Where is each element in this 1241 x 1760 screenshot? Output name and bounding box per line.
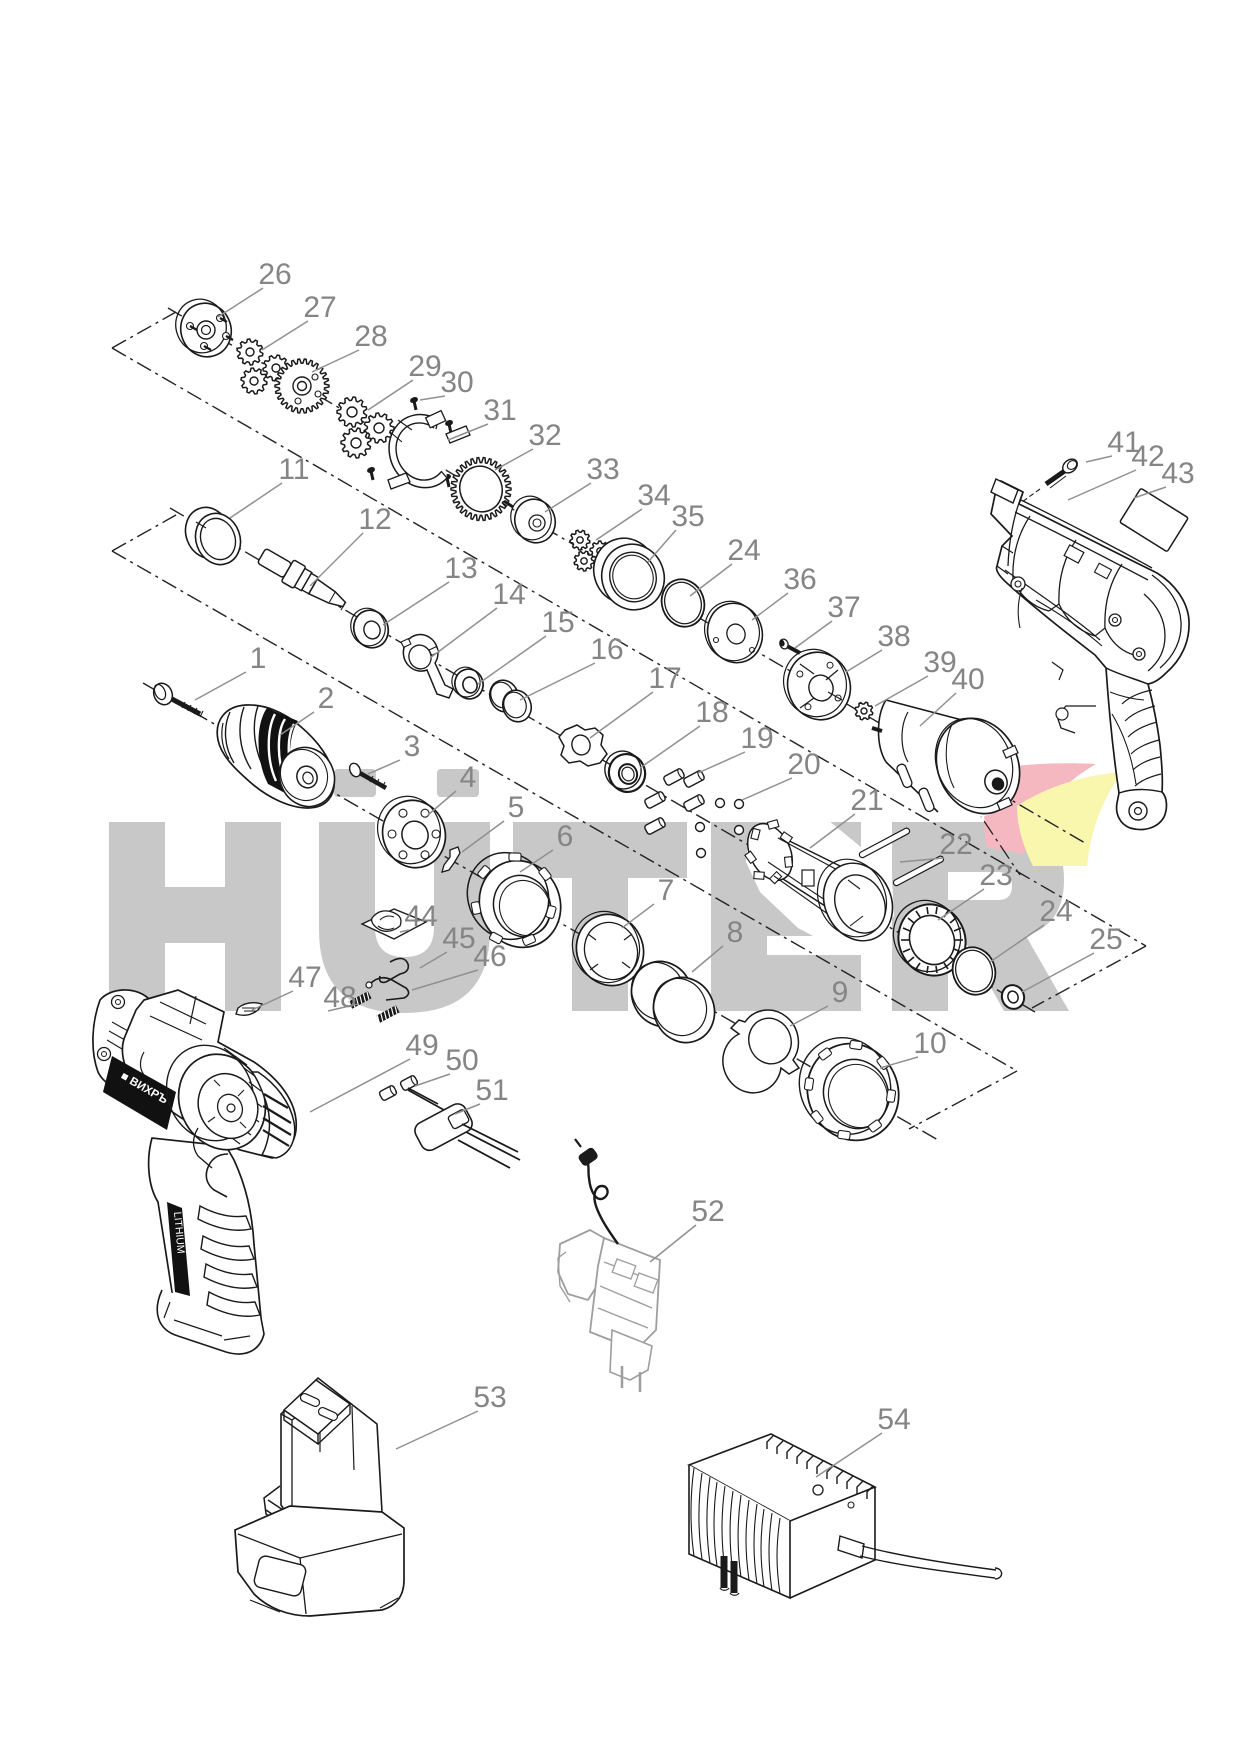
svg-text:10: 10 [913,1027,946,1060]
svg-text:30: 30 [440,366,473,399]
svg-text:5: 5 [508,791,525,824]
svg-text:50: 50 [445,1044,478,1077]
svg-text:2: 2 [318,682,335,715]
svg-text:21: 21 [850,784,883,817]
svg-text:4: 4 [460,761,477,794]
svg-text:44: 44 [404,900,437,933]
svg-text:43: 43 [1161,457,1194,490]
svg-text:53: 53 [473,1381,506,1414]
svg-text:LITHIUM: LITHIUM [171,1211,187,1254]
svg-text:54: 54 [877,1403,910,1436]
svg-text:3: 3 [404,730,421,763]
svg-text:19: 19 [740,722,773,755]
svg-text:47: 47 [288,961,321,994]
svg-text:39: 39 [923,646,956,679]
svg-text:40: 40 [951,663,984,696]
svg-text:18: 18 [695,696,728,729]
svg-text:15: 15 [541,606,574,639]
svg-text:23: 23 [979,859,1012,892]
svg-text:34: 34 [637,479,670,512]
svg-text:6: 6 [557,820,574,853]
svg-text:38: 38 [877,620,910,653]
svg-text:36: 36 [783,563,816,596]
svg-text:28: 28 [354,320,387,353]
svg-text:24: 24 [1039,895,1072,928]
svg-text:25: 25 [1089,923,1122,956]
svg-text:22: 22 [939,828,972,861]
svg-text:24: 24 [727,534,760,567]
svg-text:52: 52 [691,1195,724,1228]
svg-text:51: 51 [475,1074,508,1107]
svg-text:48: 48 [323,981,356,1014]
svg-text:42: 42 [1131,440,1164,473]
svg-text:17: 17 [648,662,681,695]
svg-text:33: 33 [586,453,619,486]
svg-text:13: 13 [444,552,477,585]
svg-text:27: 27 [303,291,336,324]
svg-text:32: 32 [528,419,561,452]
svg-text:37: 37 [827,591,860,624]
svg-text:20: 20 [787,748,820,781]
svg-text:11: 11 [278,453,309,486]
svg-text:29: 29 [408,350,441,383]
svg-text:46: 46 [473,940,506,973]
svg-text:45: 45 [442,922,475,955]
svg-text:7: 7 [658,874,675,907]
svg-text:8: 8 [727,916,744,949]
svg-text:41: 41 [1107,426,1140,459]
svg-text:14: 14 [492,578,525,611]
svg-text:26: 26 [258,258,291,291]
svg-text:12: 12 [358,503,391,536]
svg-text:16: 16 [590,633,623,666]
svg-text:35: 35 [671,500,704,533]
svg-text:49: 49 [405,1029,438,1062]
svg-text:9: 9 [832,976,849,1009]
svg-text:31: 31 [483,394,516,427]
svg-text:1: 1 [250,642,267,675]
